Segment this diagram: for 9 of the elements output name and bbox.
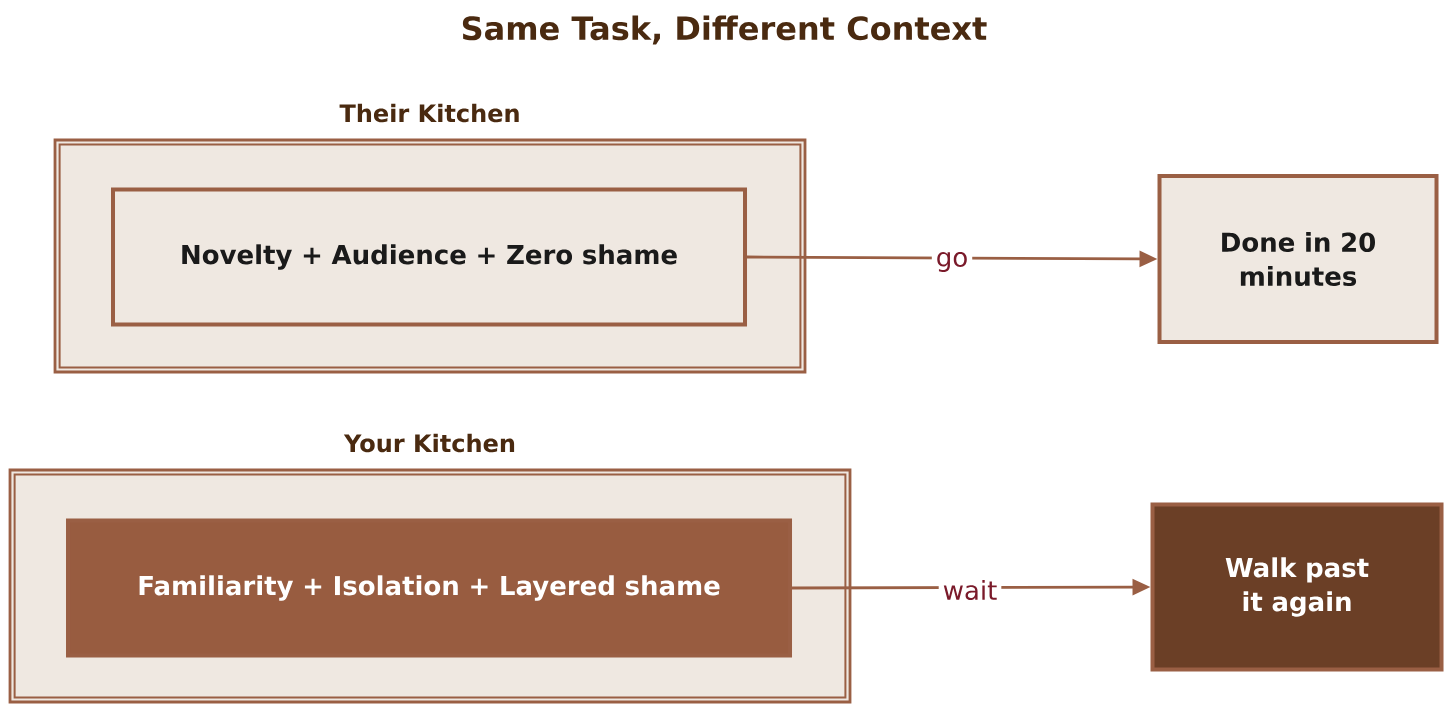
- edge-label: wait: [938, 575, 1002, 605]
- title: Same Task, Different Context: [462, 15, 987, 45]
- process-box: Walk past it again: [1150, 502, 1444, 672]
- process-box: Familiarity + Isolation + Layered shame: [66, 518, 792, 658]
- process-box: Novelty + Audience + Zero shame: [111, 187, 747, 327]
- frame-heading: Their Kitchen: [339, 103, 519, 123]
- process-box: Done in 20 minutes: [1157, 174, 1439, 344]
- frame-heading: Your Kitchen: [343, 433, 515, 453]
- edge-label: go: [931, 248, 973, 276]
